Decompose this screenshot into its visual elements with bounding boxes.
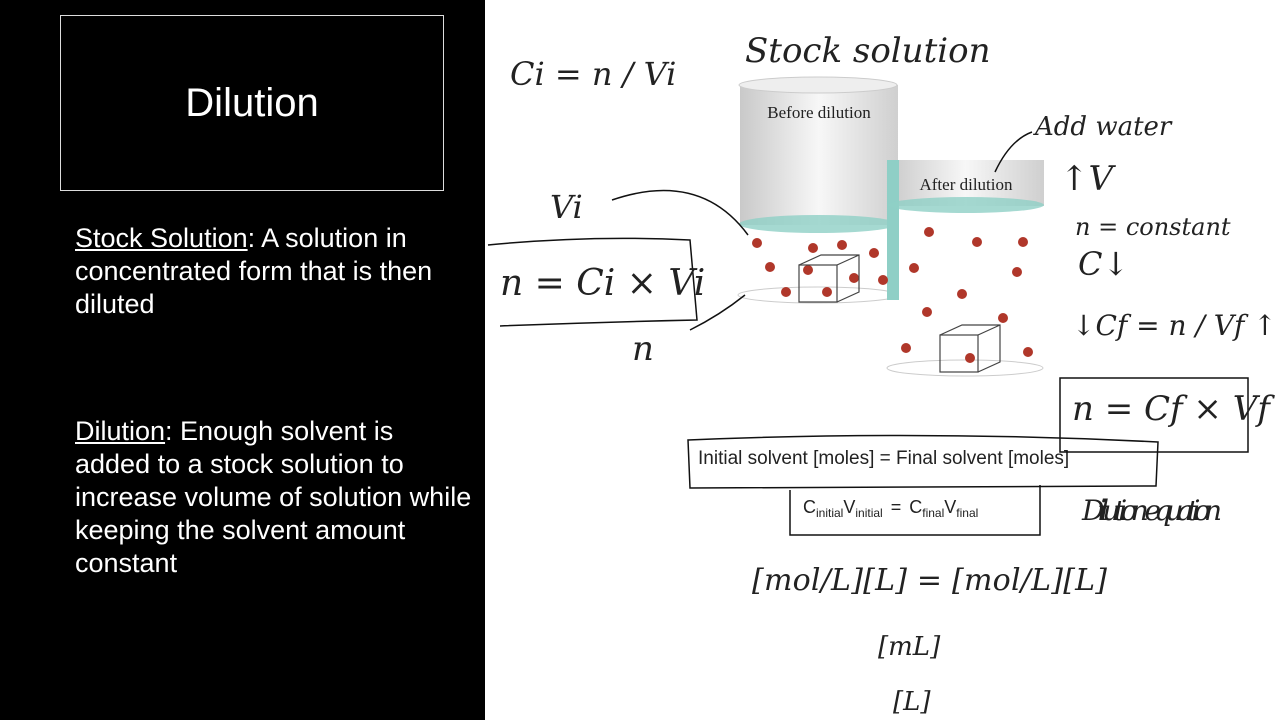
units-note: [mol/L][L] = [mol/L][L]: [752, 563, 1107, 598]
cv-equation-box: [789, 485, 1041, 536]
cf-equation-note: ↓Cf = n / Vf ↑: [1072, 309, 1277, 342]
ci-equation-note: Ci = n / Vi: [510, 55, 676, 93]
handwritten-annotations: Stock solution Ci = n / Vi Vi n = Ci × V…: [487, 31, 1277, 717]
dilution-diagram: Before dilution After dilution Initial s…: [487, 31, 1277, 717]
particle: [901, 343, 911, 353]
particle: [822, 287, 832, 297]
particle: [869, 248, 879, 258]
add-water-arrow: [994, 131, 1033, 173]
ml-note: [mL]: [878, 632, 941, 662]
particle: [752, 238, 762, 248]
after-dilution-label: After dilution: [919, 175, 1013, 194]
add-water-note: Add water: [1033, 112, 1173, 142]
stock-solution-note: Stock solution: [745, 31, 990, 71]
unit-cubes: [798, 254, 1001, 373]
term: Stock Solution: [75, 223, 248, 253]
solute-particles: [752, 227, 1033, 363]
dilution-equation-note: Dilution equation: [1081, 494, 1222, 527]
volume-up-note: ↑V: [1060, 159, 1116, 199]
n-cf-vf-note: n = Cf × Vf: [1072, 389, 1275, 429]
l-note: [L]: [893, 687, 931, 717]
particle: [837, 240, 847, 250]
title-box: Dilution: [60, 15, 444, 191]
slide-text-panel: Dilution Stock Solution: A solution in c…: [0, 0, 485, 720]
particle: [849, 273, 859, 283]
n-cf-vf-box: [1059, 377, 1249, 453]
particle: [1018, 237, 1028, 247]
definition-text: : Enough solvent is added to a stock sol…: [75, 416, 472, 578]
slide-title: Dilution: [185, 80, 319, 125]
particle: [1012, 267, 1022, 277]
definition-text: : A solution in concentrated form that i…: [75, 223, 433, 319]
n-equation-note: n = Ci × Vi: [500, 263, 705, 304]
particle: [803, 265, 813, 275]
particle: [998, 313, 1008, 323]
before-dilution-label: Before dilution: [767, 103, 871, 122]
moles-equation: Initial solvent [moles] = Final solvent …: [698, 448, 1069, 469]
particle: [765, 262, 775, 272]
particle: [878, 275, 888, 285]
particle: [781, 287, 791, 297]
arrows: [611, 189, 749, 331]
moles-equation-box: [687, 434, 1159, 489]
vi-note: Vi: [550, 188, 583, 226]
diagram-area: Before dilution After dilution Initial s…: [485, 0, 1280, 720]
particle: [957, 289, 967, 299]
particle: [909, 263, 919, 273]
before-cylinder: Before dilution: [737, 76, 899, 304]
n-constant-note: n = constant: [1075, 213, 1231, 241]
particle: [808, 243, 818, 253]
particle: [922, 307, 932, 317]
cv-equation: CinitialVinitial=CfinalVfinal: [803, 497, 978, 520]
after-cylinder: After dilution: [886, 160, 1044, 377]
definition-dilution: Dilution: Enough solvent is added to a s…: [75, 415, 475, 580]
particle: [972, 237, 982, 247]
n-note: n: [632, 329, 654, 369]
particle: [965, 353, 975, 363]
particle: [1023, 347, 1033, 357]
particle: [924, 227, 934, 237]
term: Dilution: [75, 416, 166, 446]
definition-stock-solution: Stock Solution: A solution in concentrat…: [75, 222, 475, 321]
n-equation-box: [487, 237, 698, 327]
c-down-note: C↓: [1078, 245, 1129, 283]
